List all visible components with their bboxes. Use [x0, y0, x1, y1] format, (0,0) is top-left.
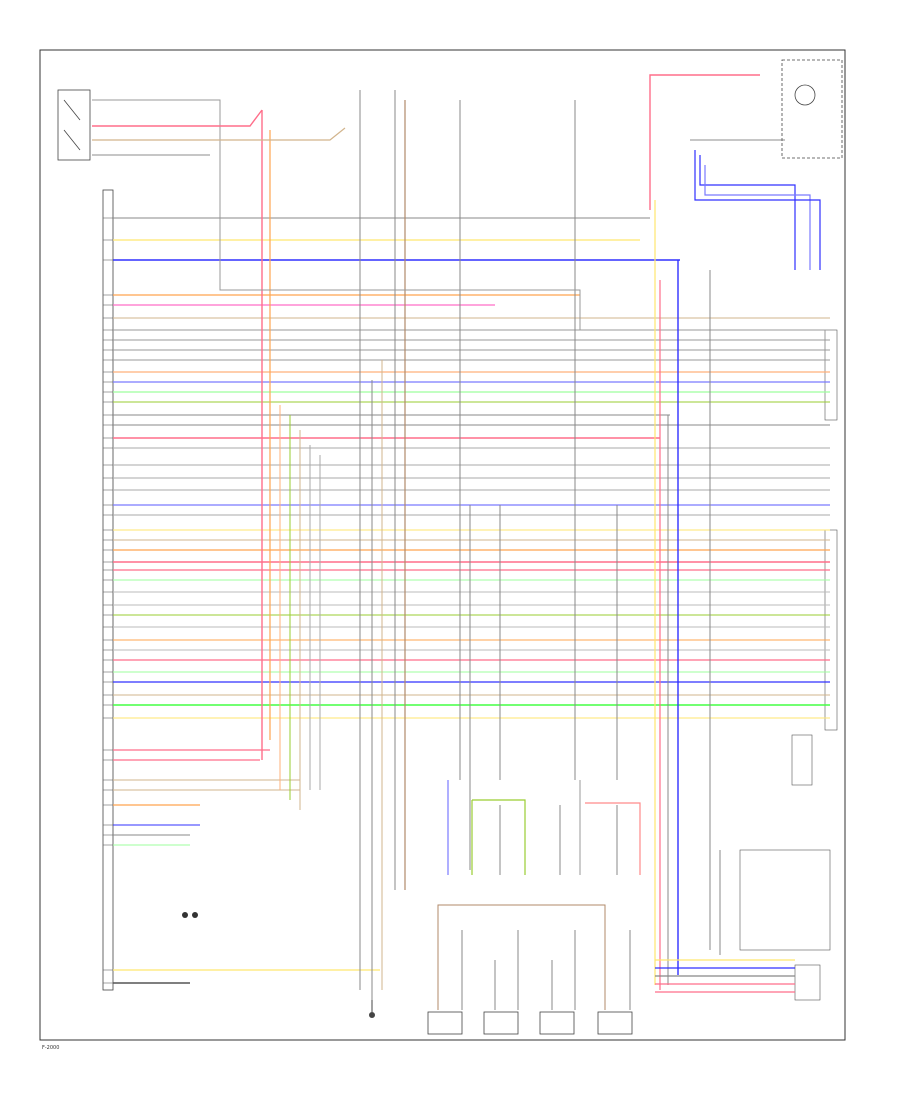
bottom-right-connector-box [794, 964, 821, 1001]
figure-label: F-2000 [42, 1045, 59, 1051]
vertical-wire-bundle [261, 90, 795, 1000]
ecm-module-box [102, 189, 114, 991]
right-module-box-lower [791, 734, 813, 786]
top-wire-runs [92, 74, 821, 330]
diagram-border [39, 49, 846, 1041]
switch-relay-symbol [57, 89, 91, 161]
instrument-cluster-symbol [781, 59, 843, 159]
bottom-middle-sensor-wires [447, 780, 641, 875]
right-module-box-bottom [739, 849, 831, 951]
right-module-box-middle [824, 529, 838, 731]
right-module-box-upper [824, 329, 838, 421]
bottom-sensor-boxes [427, 1011, 633, 1035]
horizontal-wire-bundle [103, 217, 830, 984]
lower-left-sensor-symbol [182, 912, 198, 918]
bottom-solenoid-wires [437, 904, 631, 1010]
ground-symbol [369, 1000, 375, 1018]
